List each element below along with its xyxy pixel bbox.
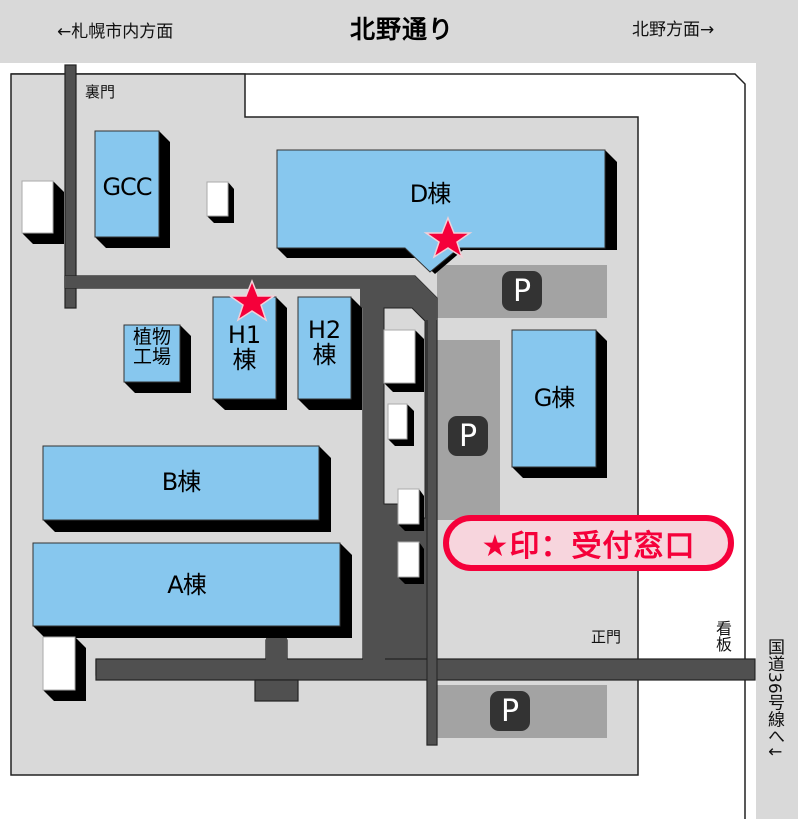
building-h2: H2 棟: [298, 316, 351, 370]
h2-line1: H2: [307, 316, 342, 344]
route36-street: [756, 63, 798, 819]
back-gate-label: 裏門: [85, 83, 116, 101]
signboard-label: 看板: [713, 620, 732, 652]
vertical-road-east: [426, 299, 438, 746]
reception-star-h1-icon: [227, 278, 277, 322]
main-gate-label: 正門: [591, 628, 622, 646]
main-road: [95, 658, 756, 681]
street-name-kitano: 北野通り: [350, 15, 455, 44]
building-b: B棟: [161, 468, 201, 496]
h1-line1: H1: [227, 321, 262, 349]
horizontal-road-upper: [65, 276, 385, 288]
building-d: D棟: [409, 180, 451, 208]
building-plant-factory: 植物 工場: [124, 326, 180, 368]
main-road-stub: [254, 679, 299, 702]
direction-kitano: 北野方面→: [632, 20, 715, 40]
plant-factory-line1: 植物: [132, 326, 171, 348]
road-corner: [360, 276, 437, 320]
h2-line2: 棟: [312, 341, 337, 370]
main-road-connector: [266, 638, 287, 660]
reception-legend: ★印：受付窓口: [443, 515, 734, 571]
property-outline: [11, 73, 746, 819]
kitano-street: [0, 0, 798, 63]
parking-icon: P: [448, 416, 488, 456]
small-structures: [21, 180, 424, 701]
building-a: A棟: [167, 571, 206, 599]
building-g: G棟: [533, 384, 576, 412]
direction-route36: 国道36号線へ↓: [764, 638, 784, 759]
building-gcc: GCC: [102, 173, 152, 201]
parking-icon: P: [490, 691, 530, 731]
direction-sapporo: ←札幌市内方面: [57, 22, 174, 42]
building-h1: H1 棟: [213, 321, 276, 375]
vertical-road-west: [363, 285, 385, 661]
h1-line2: 棟: [232, 346, 257, 375]
plant-factory-line2: 工場: [132, 345, 171, 368]
reception-star-d-icon: [423, 215, 473, 259]
parking-icon: P: [502, 271, 542, 311]
